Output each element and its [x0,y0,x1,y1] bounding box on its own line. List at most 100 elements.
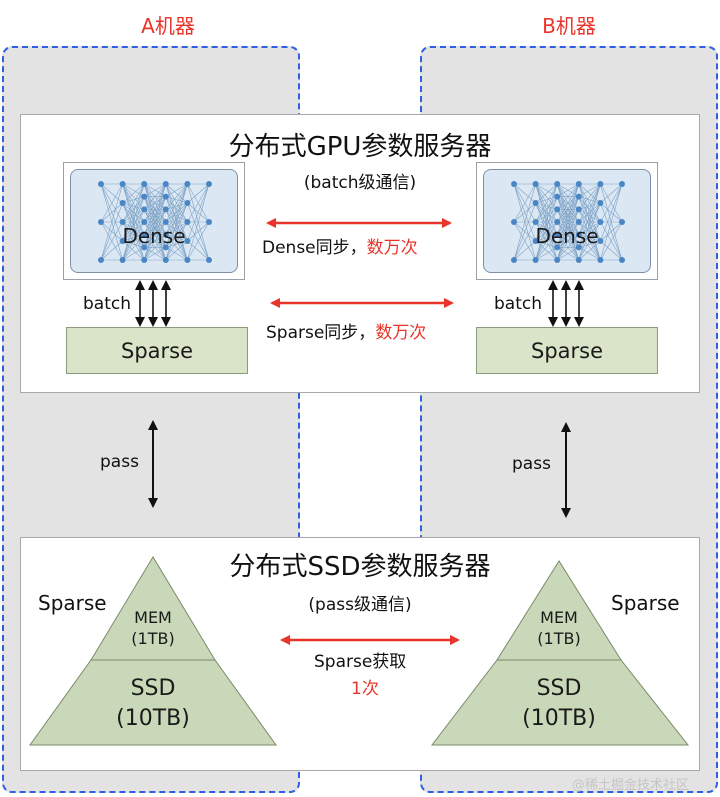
gpu-server-title: 分布式GPU参数服务器 [228,132,492,162]
nn-edge [535,196,558,242]
nn-edge [100,221,123,261]
nn-edge [535,240,558,261]
nn-edge [557,247,579,261]
nn-edge [556,209,580,261]
nn-node [141,219,148,225]
nn-node [532,200,539,206]
ssd-size-a: (10TB) [116,706,190,731]
nn-node [575,257,582,263]
nn-node [141,206,148,213]
nn-node [575,231,582,238]
nn-node [575,244,582,251]
nn-node [206,257,212,263]
pyramid-ssd-tier-a [29,659,277,746]
nn-node [119,257,126,263]
nn-node [141,231,148,238]
batch-label-a: batch [83,294,131,314]
nn-edge [535,183,558,242]
nn-edge [535,234,558,242]
nn-node [597,257,604,263]
neural-network-icon [511,181,625,263]
nn-node [597,238,604,244]
nn-edge [122,183,145,223]
nn-node [532,181,539,187]
nn-edge [165,183,188,261]
nn-edge [600,183,623,242]
nn-edge [165,202,188,261]
nn-node [554,219,561,225]
nn-edge [578,183,601,248]
nn-node [119,219,126,225]
nn-node [597,219,604,225]
sparse-sync-label: Sparse同步，数万次 [266,318,426,343]
nn-edge [122,196,145,242]
nn-node [184,238,191,244]
nn-edge [600,221,623,261]
nn-node [206,181,212,187]
nn-node [532,257,539,263]
nn-edge [100,183,123,223]
nn-node [532,219,539,225]
nn-edge [600,183,623,261]
dense-sync-label: Dense同步，数万次 [262,233,418,258]
nn-node [98,257,104,263]
batch-label-b: batch [494,294,542,314]
pass-label-b: pass [512,454,551,474]
gpu-server-subtitle: (batch级通信) [303,173,417,193]
nn-edge [165,234,188,242]
nn-edge [122,209,145,223]
nn-edge [165,247,188,261]
nn-node [184,219,191,225]
nn-edge [122,209,145,261]
nn-edge [143,183,167,223]
nn-edge [165,183,188,223]
nn-edge [122,183,145,197]
nn-edge [578,234,601,261]
nn-node [554,231,561,238]
nn-edge [578,221,601,235]
nn-edge [122,221,145,242]
nn-edge [578,183,601,235]
nn-node [184,181,191,187]
nn-edge [165,196,188,204]
ssd-label-b: SSD [536,676,582,701]
nn-node [184,257,191,263]
dense-label-b: Dense [535,224,599,248]
nn-edge [513,183,536,204]
nn-edge [600,221,623,242]
nn-edge [165,240,188,261]
storage-pyramid-a [29,556,277,746]
nn-edge [578,221,601,261]
nn-edge [165,202,188,248]
nn-edge [578,247,601,261]
nn-edge [513,183,536,223]
nn-edge [535,209,558,242]
nn-edge [556,183,580,223]
nn-edge [122,240,145,248]
nn-edge [143,196,167,261]
nn-edge [165,183,188,210]
nn-node [98,219,104,225]
nn-edge [143,183,167,261]
nn-edge [187,240,210,261]
nn-edge [143,209,167,261]
nn-edge [165,183,188,248]
nn-node [162,244,169,251]
nn-edge [535,183,558,210]
nn-edge [144,247,166,261]
dense-model-b: Dense [476,162,658,280]
nn-edge [165,202,188,223]
mem-label-b: MEM [540,608,578,627]
nn-edge [100,202,123,261]
nn-edge [578,183,601,223]
nn-edge [122,234,145,261]
nn-node [162,181,169,187]
nn-edge [144,183,166,197]
nn-edge [187,221,210,261]
ssd-size-b: (10TB) [522,706,596,731]
nn-node [511,181,517,187]
nn-edge [165,221,188,235]
dense-sync-count: 数万次 [366,238,418,258]
nn-edge [187,221,210,242]
dense-model-a: Dense [63,162,245,280]
